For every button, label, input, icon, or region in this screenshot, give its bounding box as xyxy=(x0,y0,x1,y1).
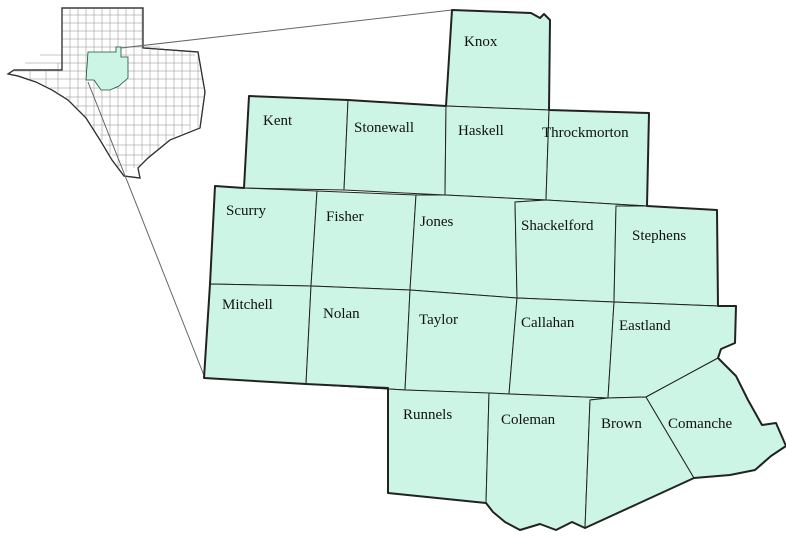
county-label-knox: Knox xyxy=(464,34,498,50)
county-label-comanche: Comanche xyxy=(668,416,732,432)
county-label-runnels: Runnels xyxy=(403,407,452,423)
county-stonewall xyxy=(343,99,447,196)
county-label-callahan: Callahan xyxy=(521,315,575,331)
highlighted-region-inset xyxy=(85,46,129,91)
county-taylor xyxy=(404,289,518,395)
county-label-fisher: Fisher xyxy=(326,209,364,225)
county-label-scurry: Scurry xyxy=(226,203,266,219)
county-callahan xyxy=(508,297,615,399)
county-label-stephens: Stephens xyxy=(632,228,686,244)
county-scurry xyxy=(209,185,318,287)
county-label-jones: Jones xyxy=(420,214,453,230)
county-label-eastland: Eastland xyxy=(619,318,671,334)
county-kent xyxy=(243,95,349,191)
county-fisher xyxy=(310,190,417,291)
leader-line-top xyxy=(120,9,453,49)
county-label-taylor: Taylor xyxy=(419,312,458,328)
county-label-haskell: Haskell xyxy=(458,123,504,139)
texas-state-outline-top xyxy=(6,7,206,179)
county-label-mitchell: Mitchell xyxy=(222,297,273,313)
county-labels: Knox Kent Stonewall Haskell Throckmorton… xyxy=(222,34,732,432)
county-label-coleman: Coleman xyxy=(501,412,556,428)
county-label-stonewall: Stonewall xyxy=(354,120,414,136)
texas-inset-map xyxy=(6,7,206,179)
county-nolan xyxy=(305,285,411,391)
texas-state-outline xyxy=(6,7,206,179)
county-label-shackelford: Shackelford xyxy=(521,218,594,234)
county-stephens xyxy=(613,205,719,307)
county-label-throckmorton: Throckmorton xyxy=(542,125,629,141)
inset-leader-lines xyxy=(87,9,453,379)
leader-line-bottom xyxy=(87,81,206,379)
county-label-nolan: Nolan xyxy=(323,306,360,322)
county-label-kent: Kent xyxy=(263,113,293,129)
county-map xyxy=(203,9,786,531)
county-haskell xyxy=(444,105,550,201)
county-label-brown: Brown xyxy=(601,416,642,432)
region-outline xyxy=(203,9,786,531)
county-knox xyxy=(445,9,551,111)
county-runnels xyxy=(305,383,490,504)
